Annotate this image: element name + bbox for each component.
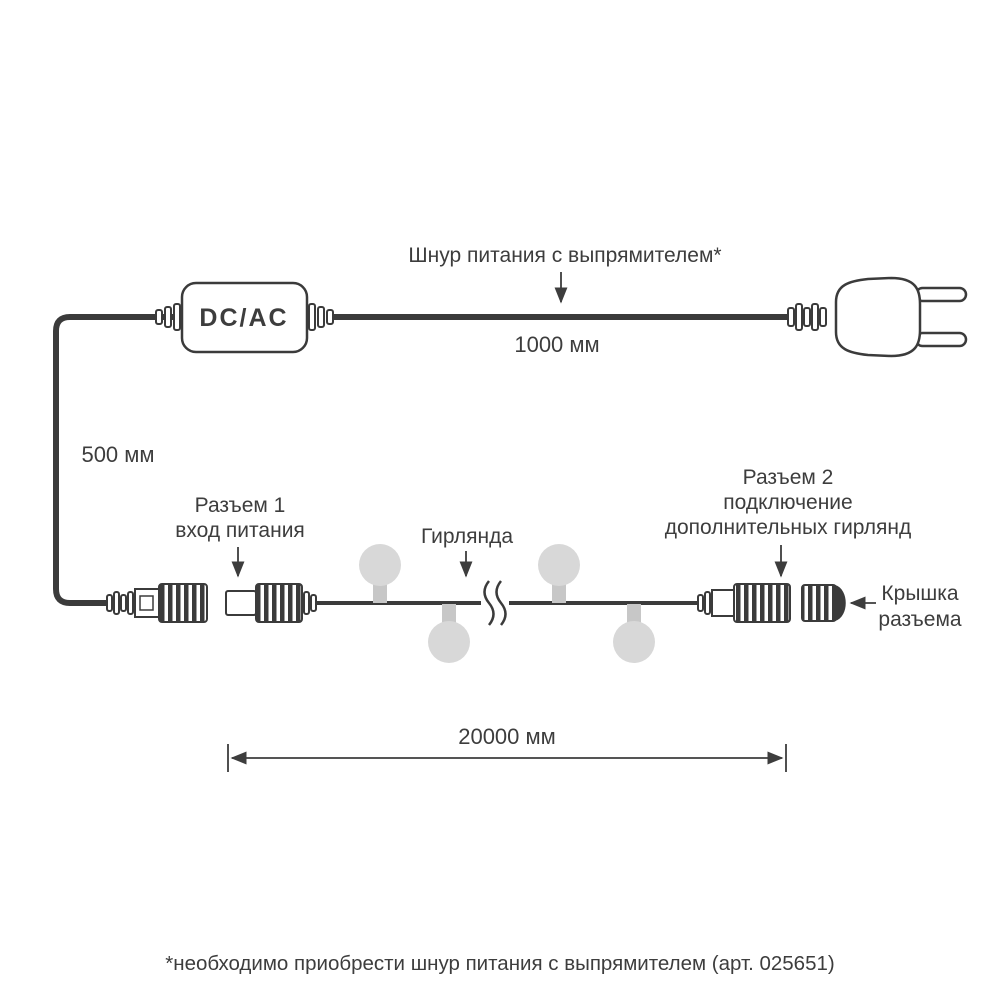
connector1-label-line1: Разъем 1 — [195, 494, 286, 517]
connector2-label-line1: Разъем 2 — [743, 466, 834, 489]
bulb-base — [552, 583, 566, 603]
crimp-ridge — [106, 594, 113, 612]
bulb — [538, 544, 580, 586]
bulb-base — [627, 604, 641, 624]
connector2-label-line2: подключение — [723, 491, 852, 514]
input-cable-length-label: 500 мм — [81, 442, 154, 467]
crimp-ridge — [310, 594, 317, 612]
plug-crimp-ridge — [811, 303, 819, 331]
connector2-label-line3: дополнительных гирлянд — [665, 516, 912, 539]
connector-2 — [697, 583, 791, 623]
connector2-neck — [711, 589, 735, 617]
break-symbol — [495, 580, 507, 626]
strain-relief-ridge — [326, 309, 334, 325]
strain-relief-ridge — [155, 309, 163, 325]
power-cord-length-label: 1000 мм — [514, 332, 599, 357]
plug-crimp-ridge — [819, 307, 827, 327]
bulb — [359, 544, 401, 586]
footnote: *необходимо приобрести шнур питания с вы… — [165, 952, 834, 975]
connector1-barrel — [158, 583, 208, 623]
bulb — [428, 621, 470, 663]
bulb-base — [373, 583, 387, 603]
garland — [314, 544, 700, 663]
crimp-ridge — [113, 591, 120, 615]
converter-label: DC/AC — [199, 304, 288, 332]
connector1-label-line2: вход питания — [175, 519, 305, 542]
plug-crimp-ridge — [795, 303, 803, 331]
cap-dome — [834, 584, 846, 622]
connector2-barrel — [733, 583, 791, 623]
plug-pin — [914, 331, 968, 348]
bulb-base — [442, 604, 456, 624]
plug-crimp-ridge — [803, 307, 811, 327]
crimp-ridge — [127, 591, 134, 615]
garland-length-label: 20000 мм — [458, 724, 556, 749]
strain-relief-ridge — [317, 306, 325, 328]
plug-crimp-ridge — [787, 307, 795, 327]
connector1-tab — [139, 595, 154, 611]
connector1-male-barrel — [255, 583, 303, 623]
crimp-ridge — [120, 594, 127, 612]
cap-label-line1: Крышка — [881, 582, 959, 605]
plug-body — [834, 276, 922, 358]
break-symbol — [483, 580, 495, 626]
connector1-male-tip — [225, 590, 257, 616]
converter-box: DC/AC — [155, 281, 334, 354]
power-cord — [53, 314, 790, 606]
cap-label-line2: разъема — [878, 608, 962, 631]
cap-body — [801, 584, 837, 622]
power-plug — [787, 276, 968, 358]
garland-label: Гирлянда — [421, 525, 513, 548]
strain-relief-ridge — [308, 303, 316, 331]
crimp-ridge — [697, 594, 704, 612]
power-cord-label: Шнур питания с выпрямителем* — [408, 244, 721, 267]
crimp-ridge — [704, 591, 711, 615]
bulb — [613, 621, 655, 663]
input-cable-wire — [53, 314, 182, 606]
plug-pin — [914, 286, 968, 303]
converter-body — [180, 281, 309, 354]
crimp-ridge — [303, 591, 310, 615]
strain-relief-ridge — [173, 303, 181, 331]
callout-arrows — [231, 272, 876, 610]
dimension-20000 — [227, 744, 787, 772]
connector-1 — [106, 583, 317, 623]
strain-relief-ridge — [164, 306, 172, 328]
connector-cap — [801, 584, 846, 622]
